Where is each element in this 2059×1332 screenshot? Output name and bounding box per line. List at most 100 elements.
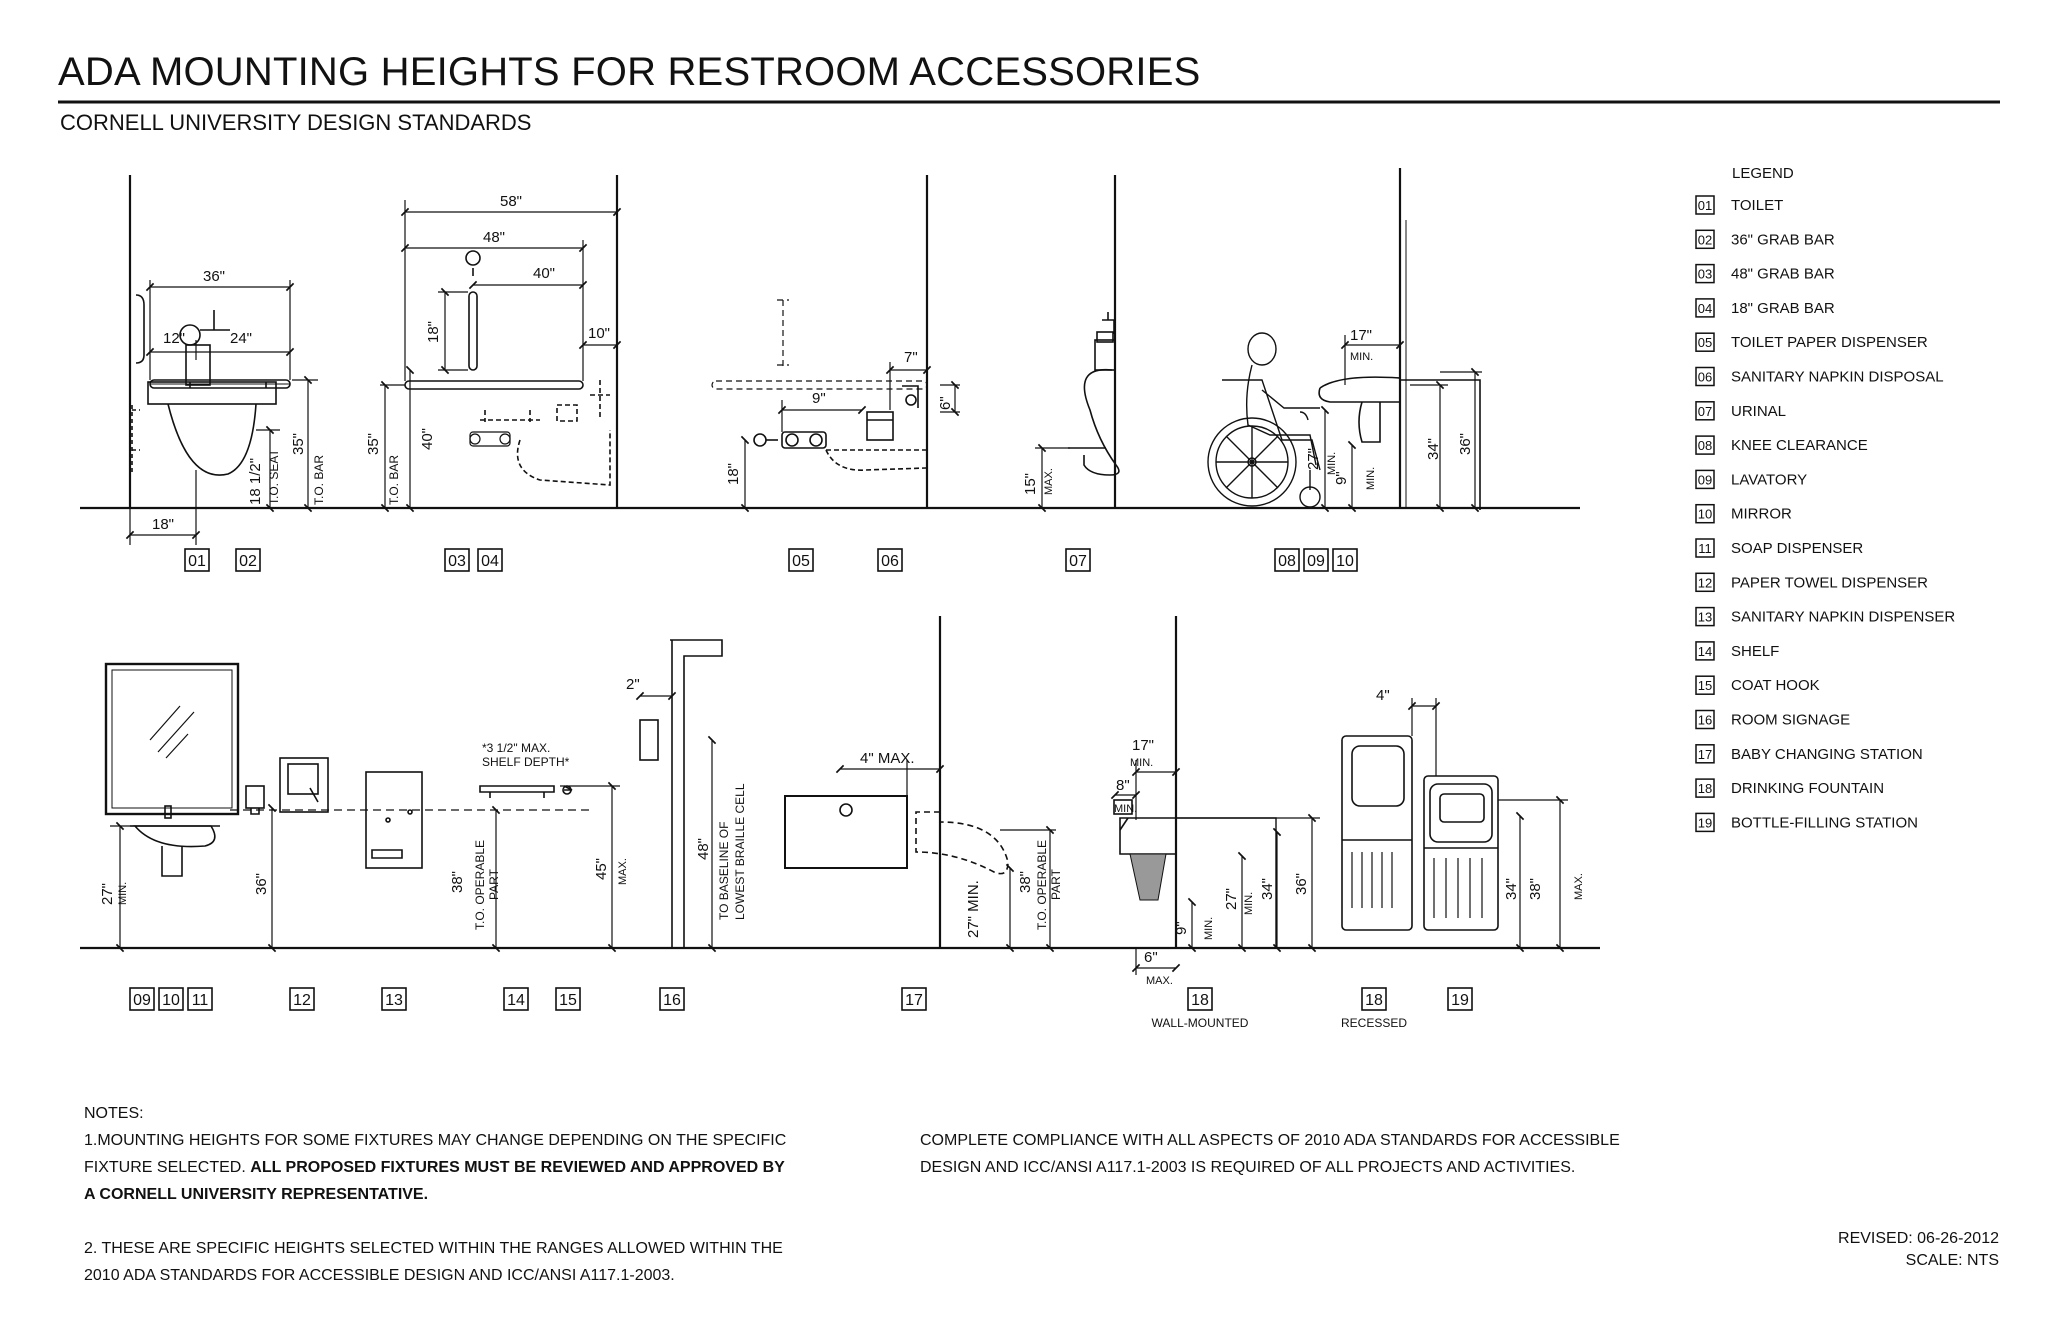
label-max-45: MAX. [617, 858, 629, 885]
label-recessed: RECESSED [1341, 1016, 1407, 1030]
dim-17-df: 17" [1132, 737, 1154, 754]
label-min-9-df: MIN. [1203, 917, 1215, 940]
dim-6: 6" [937, 396, 954, 410]
dim-38-bf: 38" [1527, 878, 1544, 900]
svg-text:07: 07 [1069, 553, 1087, 570]
dim-38-shelf: 38" [449, 871, 466, 893]
dim-9-df: 9" [1173, 921, 1190, 935]
legend-label: LAVATORY [1731, 471, 1807, 488]
tag-17: 17 [901, 987, 927, 1011]
grab-bar-ghost-05 [711, 299, 928, 390]
tag-05: 05 [788, 548, 814, 572]
dim-27-df: 27" [1223, 888, 1240, 910]
wheelchair-figure [1207, 332, 1321, 508]
dim-27: 27" [1305, 448, 1322, 470]
note-1-bold-1: ALL PROPOSED FIXTURES MUST BE REVIEWED A… [250, 1159, 785, 1176]
dim-12: 12" [163, 330, 185, 347]
svg-text:19: 19 [1451, 992, 1469, 1009]
notes-left: NOTES: 1.MOUNTING HEIGHTS FOR SOME FIXTU… [84, 1100, 884, 1289]
svg-text:15: 15 [559, 992, 577, 1009]
row1-drawings [80, 168, 1580, 510]
notes-spacer [84, 1208, 884, 1235]
svg-text:01: 01 [188, 553, 206, 570]
dim-48: 48" [483, 229, 505, 246]
label-wall-mounted: WALL-MOUNTED [1152, 1016, 1249, 1030]
legend-number: 14 [1698, 644, 1712, 659]
tag-07: 07 [1065, 548, 1091, 572]
svg-text:16: 16 [663, 992, 681, 1009]
dim-36-towel: 36" [253, 873, 270, 895]
svg-text:03: 03 [448, 553, 466, 570]
tag-13: 13 [381, 987, 407, 1011]
revised-date: REVISED: 06-26-2012 [1838, 1230, 1999, 1247]
legend-number: 07 [1698, 404, 1712, 419]
dim-18-grab: 18" [425, 321, 442, 343]
shelf-note-1: *3 1/2" MAX. [482, 741, 550, 755]
label-to-operable-1: T.O. OPERABLE [473, 840, 487, 930]
svg-text:18: 18 [1365, 992, 1383, 1009]
svg-text:02: 02 [239, 553, 257, 570]
row1-dim-labels: 36" 12" 24" 18" 18 1/2" T.O. SEAT 35" T.… [152, 193, 1474, 533]
dim-36-df: 36" [1293, 873, 1310, 895]
svg-text:10: 10 [162, 992, 180, 1009]
legend-label: PAPER TOWEL DISPENSER [1731, 574, 1928, 591]
legend-label: COAT HOOK [1731, 677, 1820, 694]
legend-number: 11 [1698, 541, 1712, 556]
shelf-note-2: SHELF DEPTH* [482, 755, 570, 769]
toilet-side-05 [825, 449, 927, 471]
dim-7: 7" [904, 349, 918, 366]
lavatory-drawing-2 [130, 805, 220, 877]
svg-text:13: 13 [385, 992, 403, 1009]
note-1-bold-2: A CORNELL UNIVERSITY REPRESENTATIVE. [84, 1186, 429, 1203]
dim-34-df: 34" [1259, 878, 1276, 900]
legend-label: 18" GRAB BAR [1731, 300, 1835, 317]
label-to-operable-4: PART [1049, 868, 1063, 900]
notes-right: COMPLETE COMPLIANCE WITH ALL ASPECTS OF … [920, 1127, 1700, 1181]
legend-label: BOTTLE-FILLING STATION [1731, 814, 1918, 831]
dim-27-lav: 27" [99, 883, 116, 905]
legend-number: 16 [1698, 713, 1712, 728]
legend-heading: LEGEND [1732, 165, 1794, 182]
tag-14: 14 [503, 987, 529, 1011]
legend-label: SHELF [1731, 643, 1779, 660]
tp-dispenser-03 [469, 431, 511, 447]
dim-38-change: 38" [1017, 871, 1034, 893]
legend-number: 09 [1698, 472, 1712, 487]
dim-34-bf: 34" [1503, 878, 1520, 900]
note-1-line-1: 1.MOUNTING HEIGHTS FOR SOME FIXTURES MAY… [84, 1132, 787, 1149]
legend-number: 02 [1698, 232, 1712, 247]
legend-number: 08 [1698, 438, 1712, 453]
svg-text:11: 11 [192, 992, 209, 1009]
dim-35-a: 35" [290, 433, 307, 455]
dim-36-lav: 36" [1457, 433, 1474, 455]
note-1-plain: FIXTURE SELECTED. [84, 1159, 246, 1176]
tag-02: 02 [235, 548, 261, 572]
row2-dimensions [110, 691, 1568, 975]
legend-label: ROOM SIGNAGE [1731, 712, 1850, 729]
label-to-operable-2: PART [487, 868, 501, 900]
svg-text:10: 10 [1336, 553, 1354, 570]
legend-number: 06 [1698, 370, 1712, 385]
dim-4max: 4" MAX. [860, 750, 915, 767]
label-max-urinal: MAX. [1043, 468, 1055, 495]
dim-40-v: 40" [419, 428, 436, 450]
tag-06: 06 [877, 548, 903, 572]
napkin-dispenser-drawing [365, 771, 423, 869]
tag-12: 12 [289, 987, 315, 1011]
svg-text:09: 09 [133, 992, 151, 1009]
svg-text:18: 18 [1191, 992, 1209, 1009]
dim-35-b: 35" [365, 433, 382, 455]
grab-bar-18 [465, 250, 481, 371]
label-min-9: MIN. [1365, 467, 1377, 490]
legend-label: KNEE CLEARANCE [1731, 437, 1868, 454]
dim-2: 2" [626, 676, 640, 693]
dim-18half: 18 1/2" [247, 458, 264, 505]
legend-number: 15 [1698, 678, 1712, 693]
dim-40-h: 40" [533, 265, 555, 282]
legend-item-16: 16 ROOM SIGNAGE [1695, 709, 1850, 730]
